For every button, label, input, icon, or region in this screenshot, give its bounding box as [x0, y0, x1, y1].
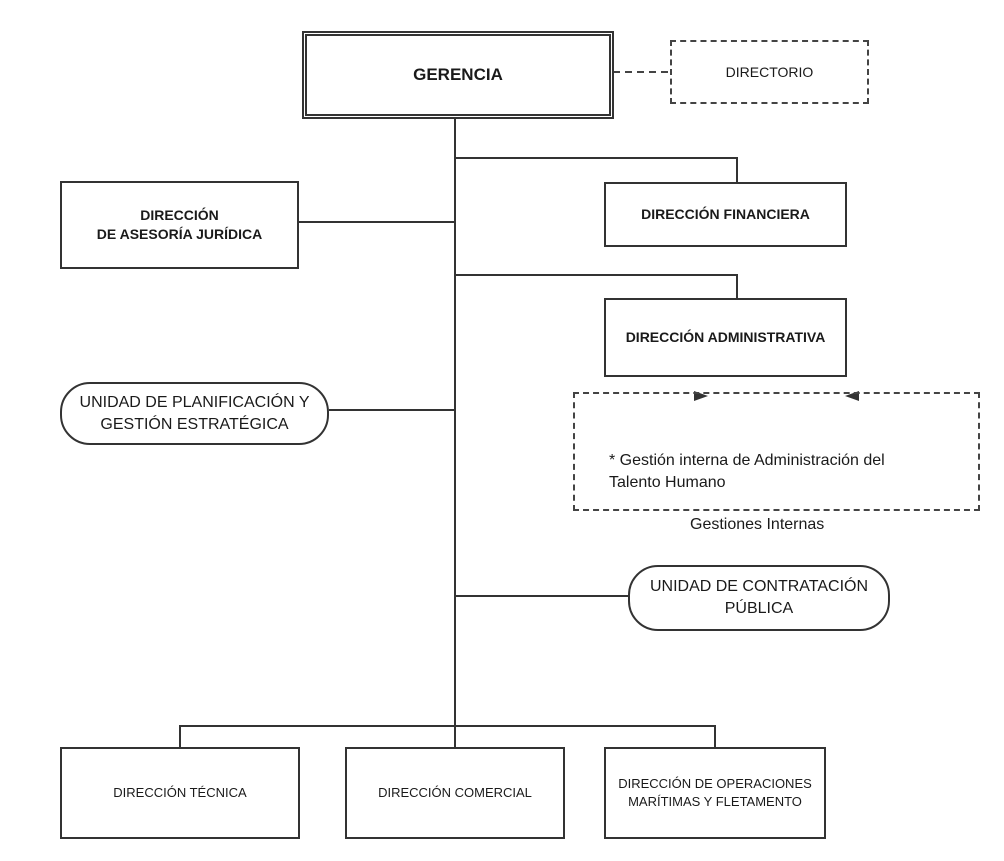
gestiones-internas-caption: Gestiones Internas — [690, 516, 825, 533]
connector-administrativa — [455, 274, 738, 298]
node-tecnica-label: DIRECCIÓN TÉCNICA — [113, 785, 247, 800]
node-administrativa: DIRECCIÓN ADMINISTRATIVA — [604, 298, 847, 377]
node-planificacion-label: UNIDAD DE PLANIFICACIÓN Y GESTIÓN ESTRAT… — [79, 393, 310, 433]
node-contratacion: UNIDAD DE CONTRATACIÓN PÚBLICA — [628, 565, 890, 631]
node-planificacion: UNIDAD DE PLANIFICACIÓN Y GESTIÓN ESTRAT… — [60, 382, 329, 445]
node-financiera-label: DIRECCIÓN FINANCIERA — [641, 206, 810, 222]
node-contratacion-label: UNIDAD DE CONTRATACIÓN PÚBLICA — [649, 578, 869, 617]
node-operaciones-label: DIRECCIÓN DE OPERACIONES MARÍTIMAS Y FLE… — [618, 776, 812, 809]
node-tecnica: DIRECCIÓN TÉCNICA — [60, 747, 300, 839]
node-asesoria-juridica-label: DIRECCIÓN DE ASESORÍA JURÍDICA — [96, 207, 263, 242]
node-gerencia-label: GERENCIA — [413, 65, 503, 84]
gestiones-internas-box: * Gestión interna de Administración del … — [573, 392, 980, 511]
node-administrativa-label: DIRECCIÓN ADMINISTRATIVA — [625, 329, 826, 345]
node-comercial: DIRECCIÓN COMERCIAL — [345, 747, 565, 839]
gestiones-internas-item: * Gestión interna de Administración del … — [609, 452, 885, 491]
connector-bottom-bus — [179, 725, 716, 747]
node-asesoria-juridica: DIRECCIÓN DE ASESORÍA JURÍDICA — [60, 181, 299, 269]
node-comercial-label: DIRECCIÓN COMERCIAL — [378, 785, 532, 800]
connector-financiera — [455, 157, 738, 182]
node-operaciones: DIRECCIÓN DE OPERACIONES MARÍTIMAS Y FLE… — [604, 747, 826, 839]
node-gerencia: GERENCIA — [302, 31, 614, 119]
node-financiera: DIRECCIÓN FINANCIERA — [604, 182, 847, 247]
node-directorio: DIRECTORIO — [670, 40, 869, 104]
node-directorio-label: DIRECTORIO — [725, 63, 814, 80]
